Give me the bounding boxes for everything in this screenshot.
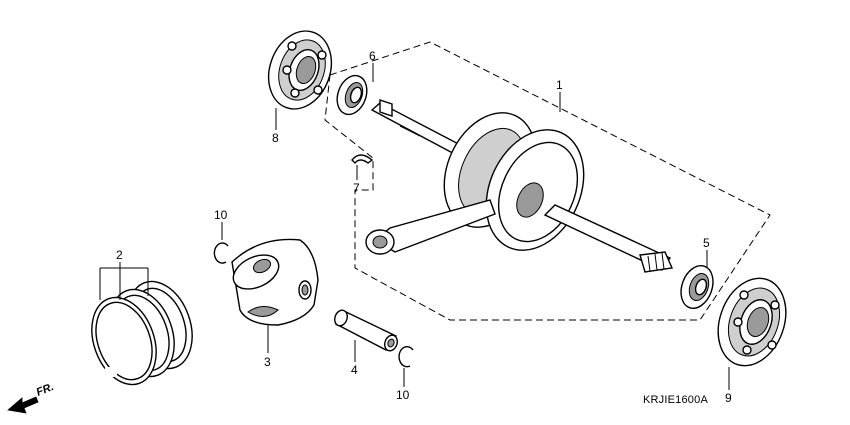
callout-6: 6 bbox=[369, 49, 376, 63]
callout-9: 9 bbox=[725, 391, 732, 405]
assembly-boundary bbox=[324, 41, 771, 321]
callout-8: 8 bbox=[272, 131, 279, 145]
callout-1: 1 bbox=[556, 78, 563, 92]
front-label: FR. bbox=[35, 381, 56, 399]
leader-lines bbox=[99, 63, 730, 390]
callout-4: 4 bbox=[351, 363, 358, 377]
front-arrow-icon bbox=[7, 396, 39, 414]
callout-10-lower: 10 bbox=[396, 388, 410, 402]
piston-pin-clip-10-upper bbox=[213, 242, 229, 264]
woodruff-key-7 bbox=[351, 154, 374, 165]
needle-bearing-6 bbox=[336, 74, 368, 116]
callout-5: 5 bbox=[703, 236, 710, 250]
piston-ring-set-2 bbox=[91, 280, 193, 386]
piston-pin-4 bbox=[334, 309, 398, 352]
piston-3 bbox=[231, 238, 319, 326]
bearing-9 bbox=[717, 277, 787, 367]
crankshaft-assembly-1 bbox=[365, 99, 674, 273]
bearing-8 bbox=[267, 30, 333, 110]
callout-7: 7 bbox=[353, 181, 360, 195]
drawing-code: KRJIE1600A bbox=[643, 394, 708, 406]
callout-2: 2 bbox=[116, 248, 123, 262]
callout-10-upper: 10 bbox=[214, 208, 228, 222]
front-direction-marker: FR. bbox=[7, 381, 56, 414]
needle-bearing-5 bbox=[680, 264, 714, 310]
piston-pin-clip-10-lower bbox=[398, 346, 414, 368]
callout-3: 3 bbox=[264, 355, 271, 369]
